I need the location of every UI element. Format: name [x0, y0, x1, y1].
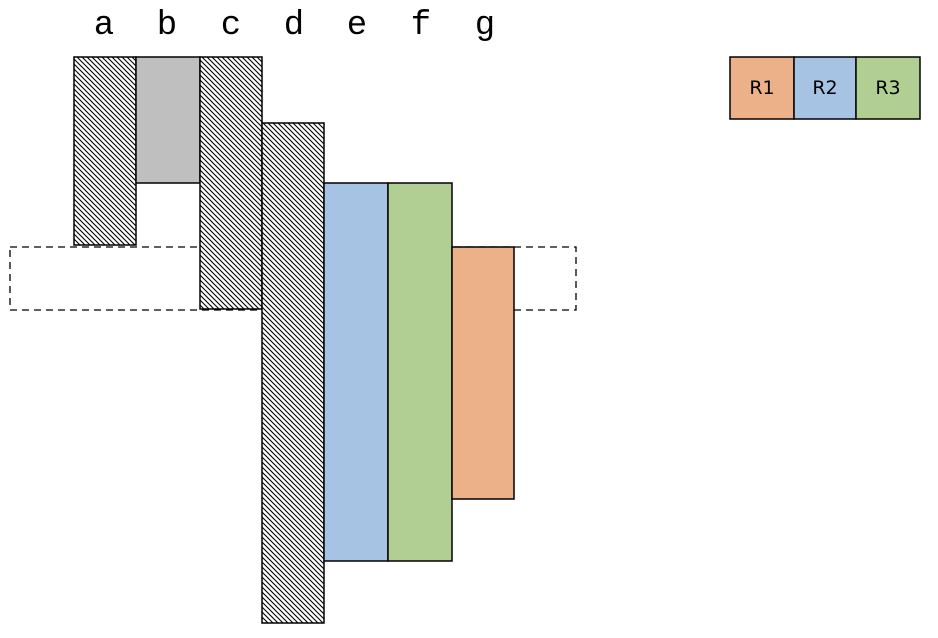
legend-label-r2: R2: [812, 77, 837, 99]
column-label-g: g: [475, 7, 495, 45]
legend-label-r1: R1: [749, 77, 774, 99]
column-label-b: b: [157, 7, 177, 45]
bar-b-gray: [135, 56, 201, 184]
legend-swatch-r3: [855, 56, 921, 120]
bar-e-r2: [323, 182, 389, 562]
column-label-d: d: [284, 7, 304, 45]
legend-swatch-r2: [793, 56, 857, 120]
legend-label-r3: R3: [875, 77, 900, 99]
bar-g-r1: [451, 246, 515, 500]
bar-a-hatched: [73, 56, 137, 246]
column-label-e: e: [347, 7, 367, 45]
column-labels: a b c d e f g: [94, 7, 495, 45]
bar-c-hatched: [199, 56, 263, 310]
column-label-a: a: [94, 7, 114, 45]
column-label-c: c: [221, 7, 241, 45]
column-label-f: f: [411, 7, 431, 45]
legend: R1 R2 R3: [729, 56, 921, 120]
bars: [73, 56, 515, 624]
bar-d-hatched: [261, 122, 325, 624]
bar-f-r3: [387, 182, 453, 562]
